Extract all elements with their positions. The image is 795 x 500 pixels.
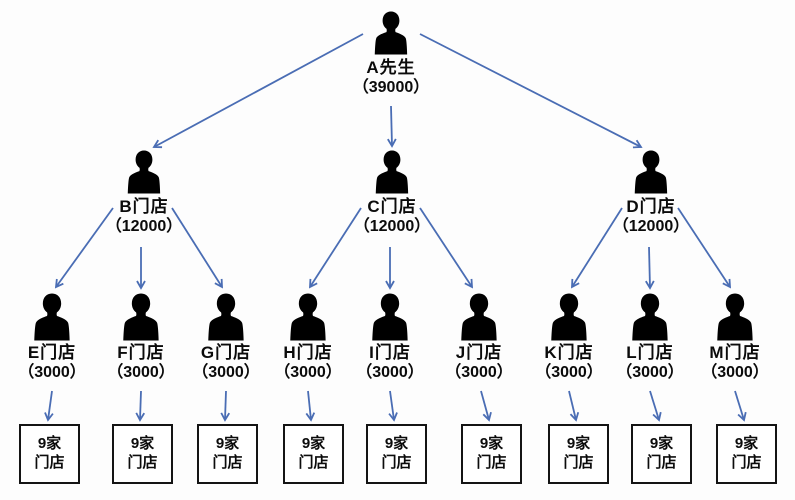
node-value: （12000） (353, 217, 431, 235)
node-value: （3000） (18, 363, 86, 381)
box-line2: 门店 (381, 454, 412, 471)
store-count-box: 9家门店 (548, 424, 609, 484)
box-line2: 门店 (212, 454, 243, 471)
node-label: J门店 (455, 343, 503, 362)
node-value: （3000） (535, 363, 603, 381)
arrow-d-to-k (571, 207, 623, 289)
node-h: H门店 （3000） (260, 293, 356, 383)
node-label: F门店 (117, 343, 165, 362)
node-value: （12000） (105, 217, 183, 235)
person-icon (632, 293, 668, 341)
node-value: （39000） (352, 78, 430, 96)
node-label: H门店 (283, 343, 333, 362)
store-count-box: 9家门店 (366, 424, 427, 484)
store-count-box: 9家门店 (19, 424, 80, 484)
arrow-f-to-box (135, 390, 146, 422)
arrow-d-to-m (677, 207, 731, 289)
person-icon (290, 293, 326, 341)
arrow-a-to-d (419, 33, 643, 149)
box-line1: 9家 (130, 435, 155, 453)
box-line1: 9家 (384, 435, 409, 453)
node-label: K门店 (544, 343, 594, 362)
person-icon (461, 293, 497, 341)
arrow-j-to-box (480, 390, 492, 422)
node-g: G门店 （3000） (178, 293, 274, 383)
person-icon (34, 293, 70, 341)
node-a: A先生 （39000） (336, 10, 446, 98)
store-count-box: 9家门店 (716, 424, 777, 484)
box-line2: 门店 (731, 454, 762, 471)
person-icon (372, 293, 408, 341)
box-line1: 9家 (649, 435, 674, 453)
node-label: L门店 (626, 343, 674, 362)
arrow-b-to-g (171, 207, 223, 289)
node-value: （3000） (192, 363, 260, 381)
store-count-box: 9家门店 (112, 424, 173, 484)
person-icon (123, 293, 159, 341)
person-icon (717, 293, 753, 341)
node-value: （3000） (356, 363, 424, 381)
node-value: （3000） (107, 363, 175, 381)
node-value: （3000） (274, 363, 342, 381)
node-e: E门店 （3000） (4, 293, 100, 383)
store-count-box: 9家门店 (631, 424, 692, 484)
person-icon (634, 150, 668, 194)
arrow-a-to-b (152, 33, 364, 149)
node-label: G门店 (200, 343, 252, 362)
arrow-d-to-l (645, 246, 655, 290)
person-icon (208, 293, 244, 341)
node-k: K门店 （3000） (521, 293, 617, 383)
arrow-k-to-box (568, 390, 580, 422)
node-d: D门店 （12000） (596, 149, 706, 237)
person-icon (551, 293, 587, 341)
arrow-b-to-e (54, 207, 114, 289)
arrow-l-to-box (649, 390, 662, 422)
arrow-c-to-j (419, 207, 473, 289)
node-value: （3000） (701, 363, 769, 381)
arrow-h-to-box (305, 390, 316, 422)
box-line2: 门店 (34, 454, 65, 471)
box-line1: 9家 (37, 435, 62, 453)
node-value: （3000） (616, 363, 684, 381)
node-c: C门店 （12000） (337, 149, 447, 237)
person-icon (127, 150, 161, 194)
store-count-box: 9家门店 (461, 424, 522, 484)
box-line1: 9家 (215, 435, 240, 453)
arrow-e-to-box (44, 390, 54, 422)
arrow-g-to-box (220, 390, 231, 422)
node-b: B门店 （12000） (89, 149, 199, 237)
box-line1: 9家 (479, 435, 504, 453)
node-m: M门店 （3000） (687, 293, 783, 383)
arrow-i-to-box (388, 390, 398, 422)
box-line1: 9家 (301, 435, 326, 453)
person-icon (374, 11, 408, 55)
box-line2: 门店 (127, 454, 158, 471)
store-count-box: 9家门店 (197, 424, 258, 484)
node-label: C门店 (367, 197, 417, 216)
box-line1: 9家 (734, 435, 759, 453)
box-line1: 9家 (566, 435, 591, 453)
box-line2: 门店 (563, 454, 594, 471)
person-icon (375, 150, 409, 194)
node-label: A先生 (366, 58, 416, 77)
node-f: F门店 （3000） (93, 293, 189, 383)
node-l: L门店 （3000） (602, 293, 698, 383)
node-label: E门店 (27, 343, 77, 362)
node-label: B门店 (119, 197, 169, 216)
box-line2: 门店 (298, 454, 329, 471)
box-line2: 门店 (646, 454, 677, 471)
arrow-a-to-c (387, 105, 397, 148)
node-i: I门店 （3000） (342, 293, 438, 383)
node-j: J门店 （3000） (431, 293, 527, 383)
box-line2: 门店 (476, 454, 507, 471)
node-label: M门店 (709, 343, 761, 362)
store-count-box: 9家门店 (283, 424, 344, 484)
arrow-c-to-h (309, 207, 362, 289)
node-label: D门店 (626, 197, 676, 216)
node-label: I门店 (369, 343, 411, 362)
node-value: （12000） (612, 217, 690, 235)
node-value: （3000） (445, 363, 513, 381)
arrow-m-to-box (734, 390, 747, 422)
